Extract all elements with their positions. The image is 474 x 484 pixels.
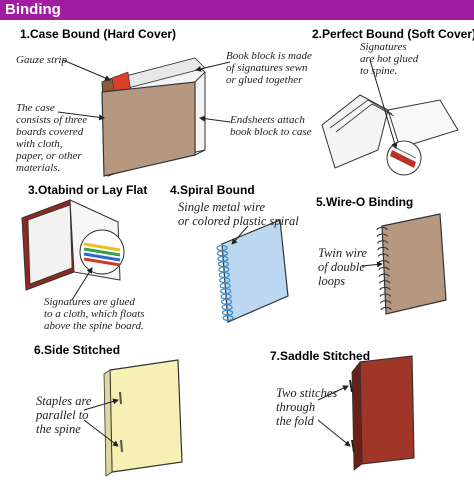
wire-o-loop [377, 240, 389, 244]
perfect-bound-illustration [321, 59, 459, 176]
otabind-signatures-label: Signatures are glued to a cloth, which f… [44, 296, 145, 332]
saddle-stitched-illustration [317, 355, 415, 471]
spiral-bound-title: 4.Spiral Bound [170, 183, 255, 197]
otabind-title: 3.Otabind or Lay Flat [28, 183, 148, 197]
perfect-bound-signatures-label: Signatures are hot glued to spine. [360, 41, 419, 77]
wire-o-loop [377, 246, 389, 251]
book-block-label: Book block is made of signatures sewn or… [226, 50, 312, 86]
otabind-illustration [21, 199, 125, 301]
wire-o-loop [376, 233, 388, 237]
wire-o-illustration [361, 213, 447, 315]
wire-o-label: Twin wire of double loops [318, 246, 367, 288]
wire-o-loop [380, 300, 392, 304]
case-label: The case consists of three boards covere… [16, 102, 88, 174]
stitches-label: Two stitches through the fold [276, 386, 338, 428]
saddle-stitched-title: 7.Saddle Stitched [270, 349, 371, 363]
wire-o-loop [379, 293, 391, 297]
wire-o-loop [377, 253, 389, 257]
wire-o-loop [378, 266, 390, 271]
gauze-strip-label: Gauze strip [16, 54, 68, 66]
side-stitched-title: 6.Side Stitched [34, 343, 121, 357]
page-title: Binding [5, 1, 61, 18]
wire-o-loop [376, 226, 388, 231]
wire-o-title: 5.Wire-O Binding [316, 195, 414, 209]
side-stitched-illustration [83, 359, 183, 477]
endsheets-label: Endsheets attach book block to case [230, 114, 312, 138]
wire-o-loop [379, 280, 391, 284]
perfect-bound-title: 2.Perfect Bound (Soft Cover) [312, 27, 474, 41]
staples-label: Staples are parallel to the spine [36, 394, 92, 436]
header-bar: Binding [0, 0, 474, 20]
wire-o-loop [379, 286, 391, 291]
case-bound-title: 1.Case Bound (Hard Cover) [20, 27, 177, 41]
wire-o-loop [378, 273, 390, 277]
spiral-coil [222, 315, 234, 322]
spiral-wire-label: Single metal wire or colored plastic spi… [178, 200, 299, 228]
case-bound-illustration [57, 57, 231, 177]
spiral-bound-illustration [216, 219, 289, 323]
wire-o-loop [380, 306, 392, 311]
